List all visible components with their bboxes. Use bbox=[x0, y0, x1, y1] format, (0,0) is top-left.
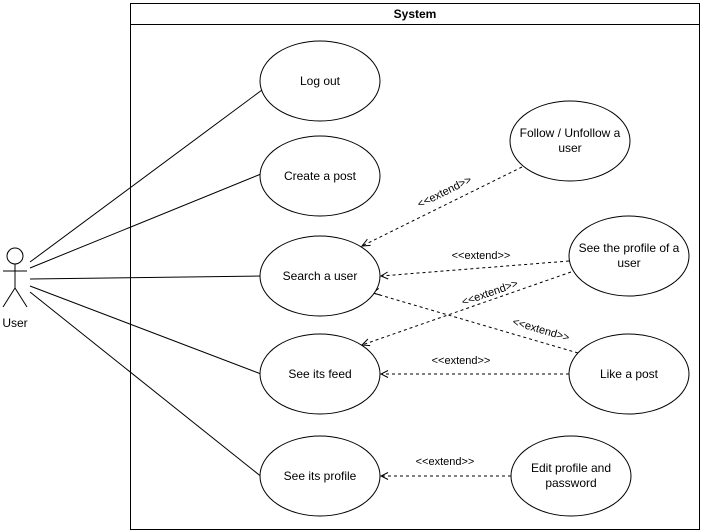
actor-user[interactable]: User bbox=[2, 247, 28, 330]
use-case-profile-of-user[interactable]: See the profile of a user bbox=[568, 215, 690, 297]
use-case-ellipse bbox=[259, 333, 381, 415]
association-logout bbox=[29, 89, 263, 263]
use-case-label-line-1: Follow / Unfollow a bbox=[520, 126, 621, 140]
use-case-see-feed[interactable]: See its feed bbox=[259, 333, 381, 415]
use-case-label-line-1: Edit profile and bbox=[531, 461, 611, 475]
system-title: System bbox=[394, 7, 437, 21]
use-case-follow[interactable]: Follow / Unfollow a user bbox=[509, 100, 631, 182]
use-case-ellipse bbox=[510, 435, 632, 517]
use-case-create-post[interactable]: Create a post bbox=[259, 135, 381, 217]
use-case-like-post[interactable]: Like a post bbox=[568, 333, 690, 415]
use-case-label: See its profile bbox=[284, 469, 357, 483]
arrowhead bbox=[379, 271, 389, 280]
use-case-label-line-2: user bbox=[558, 141, 581, 155]
association-create-post bbox=[29, 173, 262, 269]
use-case-search-user[interactable]: Search a user bbox=[259, 235, 381, 317]
extend-profile-to-search bbox=[380, 260, 570, 277]
arrowhead bbox=[379, 472, 389, 480]
actor-right-leg bbox=[14, 287, 28, 308]
use-case-label-line-2: user bbox=[617, 256, 640, 270]
use-case-label-line-1: See the profile of a bbox=[579, 241, 680, 255]
use-case-ellipse bbox=[259, 135, 381, 217]
actor-head bbox=[6, 247, 24, 265]
use-case-label: See its feed bbox=[288, 367, 351, 381]
use-case-label: Create a post bbox=[284, 169, 357, 183]
use-case-label-line-2: password bbox=[545, 476, 596, 490]
use-case-label: Like a post bbox=[600, 367, 659, 381]
associations bbox=[29, 89, 264, 479]
use-case-see-profile[interactable]: See its profile bbox=[259, 435, 381, 517]
use-case-label: Search a user bbox=[283, 269, 358, 283]
extend-profile-to-feed bbox=[361, 271, 572, 346]
use-case-ellipse bbox=[568, 215, 690, 297]
use-case-logout[interactable]: Log out bbox=[259, 40, 381, 122]
arrowhead bbox=[379, 370, 389, 378]
actor-left-leg bbox=[2, 287, 16, 308]
use-case-label: Log out bbox=[300, 74, 341, 88]
use-case-ellipse bbox=[259, 40, 381, 122]
extend-label: <<extend>> bbox=[452, 250, 511, 262]
use-case-ellipse bbox=[568, 333, 690, 415]
association-see-feed bbox=[29, 285, 262, 375]
use-case-edit-profile[interactable]: Edit profile and password bbox=[510, 435, 632, 517]
arrowhead bbox=[360, 238, 371, 247]
extend-label: <<extend>> bbox=[432, 355, 491, 367]
actor-label: User bbox=[2, 316, 27, 330]
use-case-ellipse bbox=[509, 100, 631, 182]
extend-label: <<extend>> bbox=[416, 456, 475, 468]
association-search-user bbox=[29, 275, 261, 280]
use-case-ellipse bbox=[259, 235, 381, 317]
association-see-profile bbox=[29, 291, 264, 479]
use-case-ellipse bbox=[259, 435, 381, 517]
